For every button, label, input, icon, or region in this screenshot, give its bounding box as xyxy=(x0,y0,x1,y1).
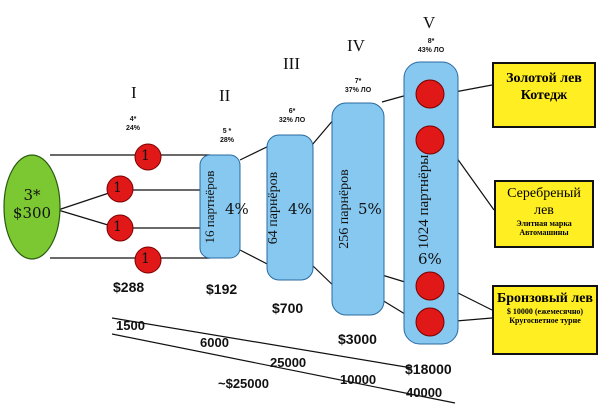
guide-line xyxy=(111,317,413,369)
circle-number: 1 xyxy=(113,219,122,235)
total-value: 25000 xyxy=(270,355,307,370)
start-ellipse xyxy=(3,154,61,260)
total-value: ~$25000 xyxy=(218,376,269,391)
gold-circle xyxy=(415,79,445,109)
rank-text: 7* xyxy=(354,78,362,85)
column-partners-label: 1024 партнёры xyxy=(416,154,432,250)
level-amount: $3000 xyxy=(338,331,377,347)
level-amount: $192 xyxy=(206,281,238,297)
column-level2 xyxy=(199,154,241,259)
rank-text: 6* xyxy=(288,108,296,115)
column-percent: 5% xyxy=(358,200,382,218)
reward-gold: Золотой лев Котедж xyxy=(492,62,596,128)
reward-title: Серебреный лев xyxy=(507,186,581,218)
reward-subtitle: Элитная марка Автомашины xyxy=(516,219,572,237)
bronze-circle xyxy=(415,271,445,301)
level-roman: IV xyxy=(347,36,365,55)
total-value: 40000 xyxy=(406,385,443,400)
level-rank-label: 8* 43% ЛО xyxy=(409,37,453,55)
column-level5 xyxy=(403,61,459,345)
rank-text: 4* xyxy=(129,116,137,123)
level-amount: $700 xyxy=(272,300,304,316)
level1-circle xyxy=(134,143,162,171)
reward-silver: Серебреный лев Элитная марка Автомашины xyxy=(494,180,594,248)
level1-circle xyxy=(106,175,134,203)
circle-number: 1 xyxy=(113,180,122,196)
percent-text: 43% ЛО xyxy=(417,47,445,54)
percent-text: 32% ЛО xyxy=(278,117,306,124)
level1-circle xyxy=(134,246,162,274)
start-rank: 3* xyxy=(23,186,41,204)
reward-title: Бронзовый лев xyxy=(497,291,593,306)
percent-text: 24% xyxy=(125,125,140,132)
rank-text: 5 * xyxy=(222,128,232,135)
level-rank-label: 6* 32% ЛО xyxy=(270,107,314,125)
circle-number: 1 xyxy=(141,148,150,164)
column-partners-label: 256 парнёров xyxy=(337,169,352,249)
total-value: 1500 xyxy=(116,318,145,333)
reward-title: Золотой лев Котедж xyxy=(506,71,582,103)
column-partners-label: 16 партнёров xyxy=(202,170,217,244)
column-partners-label: 64 парнёров xyxy=(266,171,281,245)
column-percent: 4% xyxy=(225,200,249,218)
column-level3 xyxy=(266,134,314,281)
bronze-circle xyxy=(415,307,445,337)
rank-text: 8* xyxy=(427,38,435,45)
percent-text: 37% ЛО xyxy=(344,87,372,94)
percent-text: 28% xyxy=(219,137,234,144)
column-level4 xyxy=(331,102,385,316)
level-amount: $18000 xyxy=(405,361,452,377)
reward-subtitle: $ 10000 (ежемесячно) Кругосветное турне xyxy=(506,307,584,325)
column-percent: 6% xyxy=(418,250,442,268)
level1-circle xyxy=(106,214,134,242)
total-value: 10000 xyxy=(340,372,377,387)
silver-circle xyxy=(415,125,445,155)
totals-guides xyxy=(111,317,456,404)
reward-bronze: Бронзовый лев $ 10000 (ежемесячно) Круго… xyxy=(492,285,598,355)
column-percent: 4% xyxy=(288,200,312,218)
level-roman: V xyxy=(423,13,436,32)
start-amount: $300 xyxy=(12,204,52,222)
level-roman: II xyxy=(219,86,231,105)
level-roman: III xyxy=(283,54,300,73)
guide-line xyxy=(111,333,456,404)
circle-number: 1 xyxy=(141,251,150,267)
level-rank-label: 5 * 28% xyxy=(212,127,242,145)
level-amount: $288 xyxy=(113,279,145,295)
level-rank-label: 4* 24% xyxy=(118,115,148,133)
level-rank-label: 7* 37% ЛО xyxy=(336,77,380,95)
start-node: 3* $300 xyxy=(6,186,58,222)
total-value: 6000 xyxy=(200,335,229,350)
level-roman: I xyxy=(131,83,137,102)
